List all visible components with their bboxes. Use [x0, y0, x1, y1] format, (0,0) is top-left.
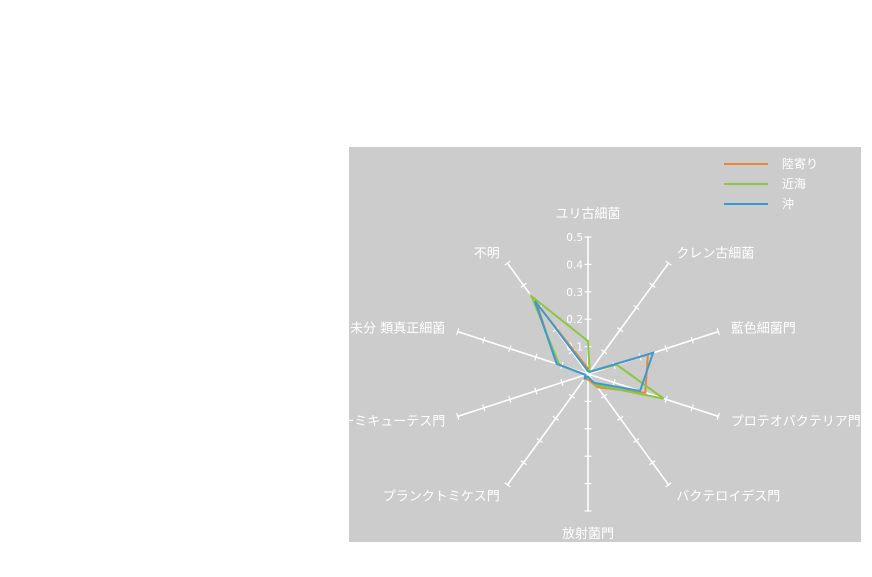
axis-tick-mark [520, 460, 527, 466]
axis-tick-mark [508, 395, 512, 403]
axis-tick-mark [690, 336, 694, 344]
radar-axes [456, 236, 720, 512]
category-label-5: バクテロイデス門 [676, 488, 780, 504]
axis-tick-mark [633, 304, 640, 311]
category-label-10: 不明 [474, 247, 500, 262]
axis-tick-mark [482, 336, 486, 344]
radial-tick-label: 0.1 [566, 342, 583, 354]
category-label-1: ユリ古細菌 [555, 207, 620, 222]
axis-tick-mark [534, 387, 538, 395]
category-label-3: 藍色細菌門 [731, 321, 796, 337]
category-label-2: クレン古細菌 [676, 247, 754, 262]
axis-tick-mark [664, 395, 668, 403]
radial-tick-label: 0.3 [566, 287, 583, 299]
axis-tick-mark [600, 349, 608, 355]
category-label-7: プランクトミケス門 [383, 489, 500, 504]
axis-tick-mark [617, 327, 624, 333]
axis-tick-mark [612, 378, 616, 386]
category-label-9: 未分 類真正細菌 [350, 322, 445, 337]
axis-spoke-4 [587, 373, 719, 418]
axis-tick-mark [552, 415, 559, 421]
axis-tick-mark [568, 393, 576, 399]
axis-tick-mark [482, 404, 486, 412]
axis-spoke-8 [457, 373, 589, 418]
radar-series [529, 293, 665, 400]
radial-tick-label: 0.4 [566, 259, 583, 271]
category-label-4: プロテオバクテリア門 [731, 414, 861, 429]
axis-spoke-5 [587, 373, 670, 486]
axis-tick-mark [649, 460, 656, 466]
axis-tick-mark [504, 482, 511, 488]
axis-tick-mark [649, 282, 656, 288]
legend-label-1: 陸寄り [782, 156, 818, 171]
axis-tick-mark [560, 378, 564, 386]
radial-tick-label: 0.2 [566, 314, 583, 326]
axis-spoke-7 [506, 373, 589, 486]
axis-tick-mark [456, 412, 460, 420]
axis-tick-mark [520, 282, 527, 288]
axis-tick-mark [665, 260, 672, 266]
axis-tick-mark [617, 415, 624, 421]
axis-tick-mark [504, 260, 511, 266]
axis-tick-mark [716, 412, 720, 420]
series-line-3 [533, 300, 655, 393]
axis-tick-mark [456, 328, 460, 336]
axis-tick-mark [665, 482, 672, 488]
axis-spoke-2 [587, 262, 670, 375]
axis-tick-mark [508, 345, 512, 353]
axis-tick-mark [690, 404, 694, 412]
category-label-8: ファーミキューテス門 [315, 414, 445, 429]
axis-tick-mark [633, 437, 640, 444]
axis-tick-mark [600, 393, 608, 399]
radial-tick-label: 0.5 [566, 232, 583, 244]
category-label-6: 放射菌門 [562, 526, 614, 542]
radial-tick-labels: 0.1 0.2 0.3 0.4 0.5 [566, 232, 583, 354]
axis-tick-mark [664, 345, 668, 353]
legend-label-3: 沖 [782, 197, 794, 211]
axis-tick-mark [716, 328, 720, 336]
axis-tick-mark [536, 437, 543, 444]
chart-panel-background [349, 147, 861, 542]
legend-label-2: 近海 [782, 176, 806, 191]
axis-tick-mark [534, 353, 538, 361]
